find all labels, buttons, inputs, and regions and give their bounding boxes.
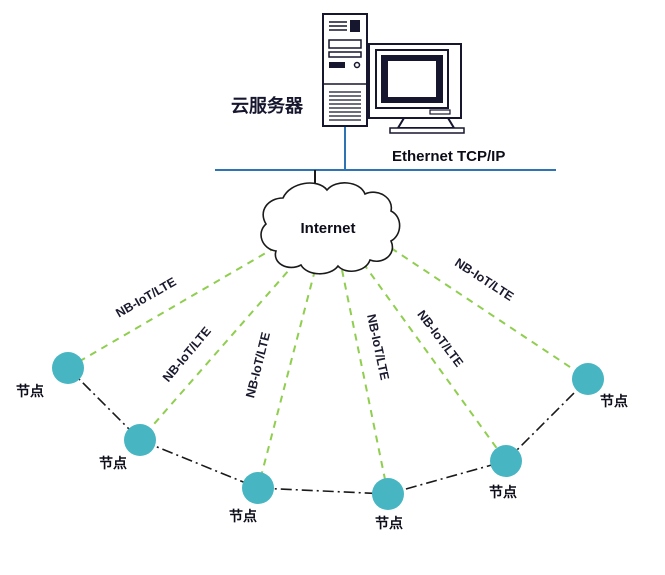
nbiot-link-label-6: NB-IoT/LTE [452,255,516,303]
nbiot-link-label-2: NB-IoT/LTE [160,324,214,384]
nbiot-link-label-4: NB-IoT/LTE [364,313,392,382]
nbiot-link-line-4 [341,269,389,495]
nbiot-link-line-2 [139,261,297,441]
nbiot-link-line-1 [67,246,277,369]
node-circle-1 [52,352,84,384]
nbiot-link-label-1: NB-IoT/LTE [113,275,178,321]
internet-cloud-shape [260,182,401,275]
internet-cloud: Internet [260,182,401,275]
monitor-icon [368,43,465,134]
node-circle-4 [372,478,404,510]
node-circle-2 [124,424,156,456]
nbiot-link-line-3 [257,269,316,489]
node-circle-3 [242,472,274,504]
node-circle-6 [572,363,604,395]
node-circle-5 [490,445,522,477]
server-tower-icon [322,13,368,127]
node-label-4: 节点 [375,515,403,531]
internet-label: Internet [300,220,355,237]
node-label-6: 节点 [600,393,628,409]
node-label-1: 节点 [16,383,44,399]
nbiot-link-line-6 [390,247,589,380]
node-labels: 节点 节点 节点 节点 节点 节点 [16,383,628,531]
node-label-3: 节点 [229,508,257,524]
nbiot-links [67,246,589,495]
nbiot-link-label-3: NB-IoT/LTE [243,331,273,400]
nodes [52,352,604,510]
nbiot-link-label-5: NB-IoT/LTE [414,308,466,370]
node-label-5: 节点 [489,484,517,500]
nbiot-link-line-5 [362,262,507,462]
nbiot-link-labels: NB-IoT/LTE NB-IoT/LTE NB-IoT/LTE NB-IoT/… [113,255,516,399]
cloud-server-label: 云服务器 [231,95,304,116]
cloud-server-illustration [322,13,465,134]
node-label-2: 节点 [99,455,127,471]
ethernet-label: Ethernet TCP/IP [392,148,505,165]
node-chain-line [67,367,589,495]
